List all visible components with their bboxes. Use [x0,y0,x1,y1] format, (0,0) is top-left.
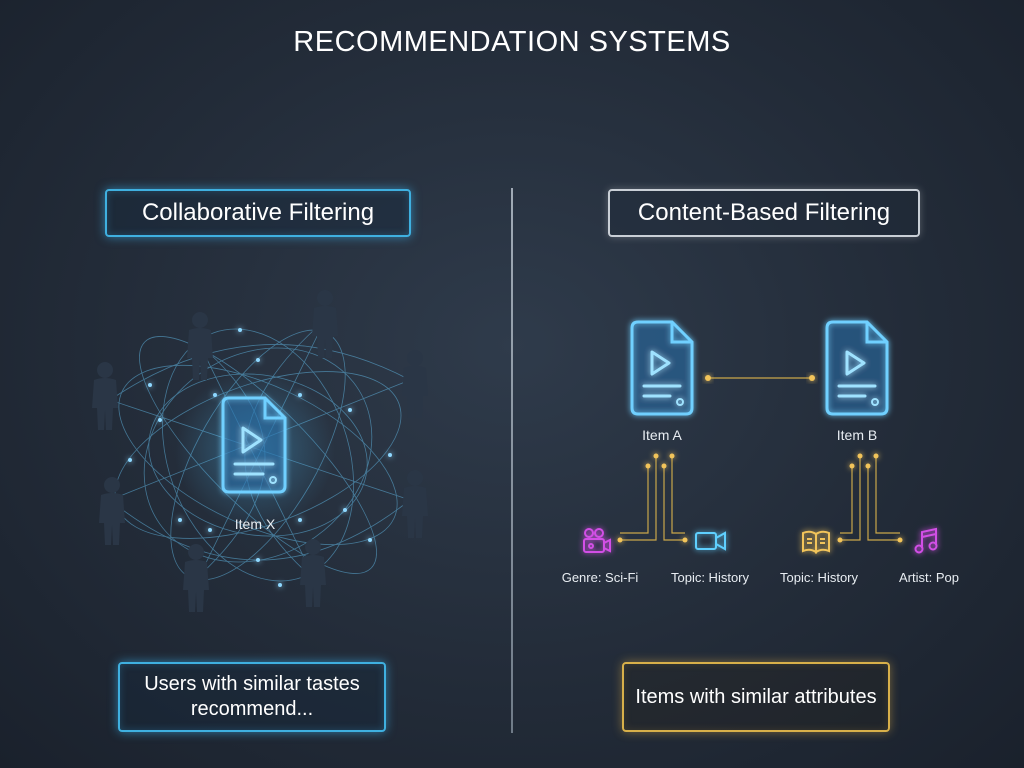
content-based-filtering-heading: Content-Based Filtering [608,189,920,237]
network-nodes [128,328,392,587]
item-a-connector-nodes [617,453,688,543]
book-icon [802,530,830,554]
attribute-label: Artist: Pop [899,570,959,585]
collaborative-filtering-caption-text: Users with similar tastes recommend... [144,673,360,720]
video-camera-icon [695,531,726,551]
document-play-icon [825,320,889,416]
music-note-icon [914,527,938,554]
page-title: RECOMMENDATION SYSTEMS [293,26,731,58]
item-b-connector-nodes [837,453,903,543]
content-based-filtering-caption-text: Items with similar attributes [635,685,877,708]
user-silhouette-icon [187,312,213,380]
collaborative-filtering-heading-text: Collaborative Filtering [141,199,375,226]
collaborative-filtering-caption: Users with similar tastes recommend... [118,662,386,732]
user-silhouette-icon [402,350,428,418]
collaborative-filtering-heading: Collaborative Filtering [105,189,411,237]
film-camera-icon [583,528,611,553]
document-play-icon [630,320,694,416]
content-based-filtering-heading-text: Content-Based Filtering [637,199,891,226]
document-play-icon [221,396,287,494]
attribute-label: Topic: History [779,570,859,585]
user-silhouette-icon [99,477,125,545]
item-b-label: Item B [836,427,878,443]
attribute-label: Genre: Sci-Fi [561,570,639,585]
content-based-filtering-caption: Items with similar attributes [622,662,890,732]
item-b-attribute-connectors [840,456,900,541]
section-divider [511,188,513,733]
user-silhouette-icon [183,544,209,612]
user-silhouette-icon [402,470,428,538]
item-a-attribute-connectors [620,456,685,541]
user-silhouette-icon [92,362,118,430]
similarity-link [705,375,815,381]
item-x-label: Item X [234,516,276,532]
attribute-label: Topic: History [670,570,750,585]
item-a-label: Item A [642,427,682,443]
